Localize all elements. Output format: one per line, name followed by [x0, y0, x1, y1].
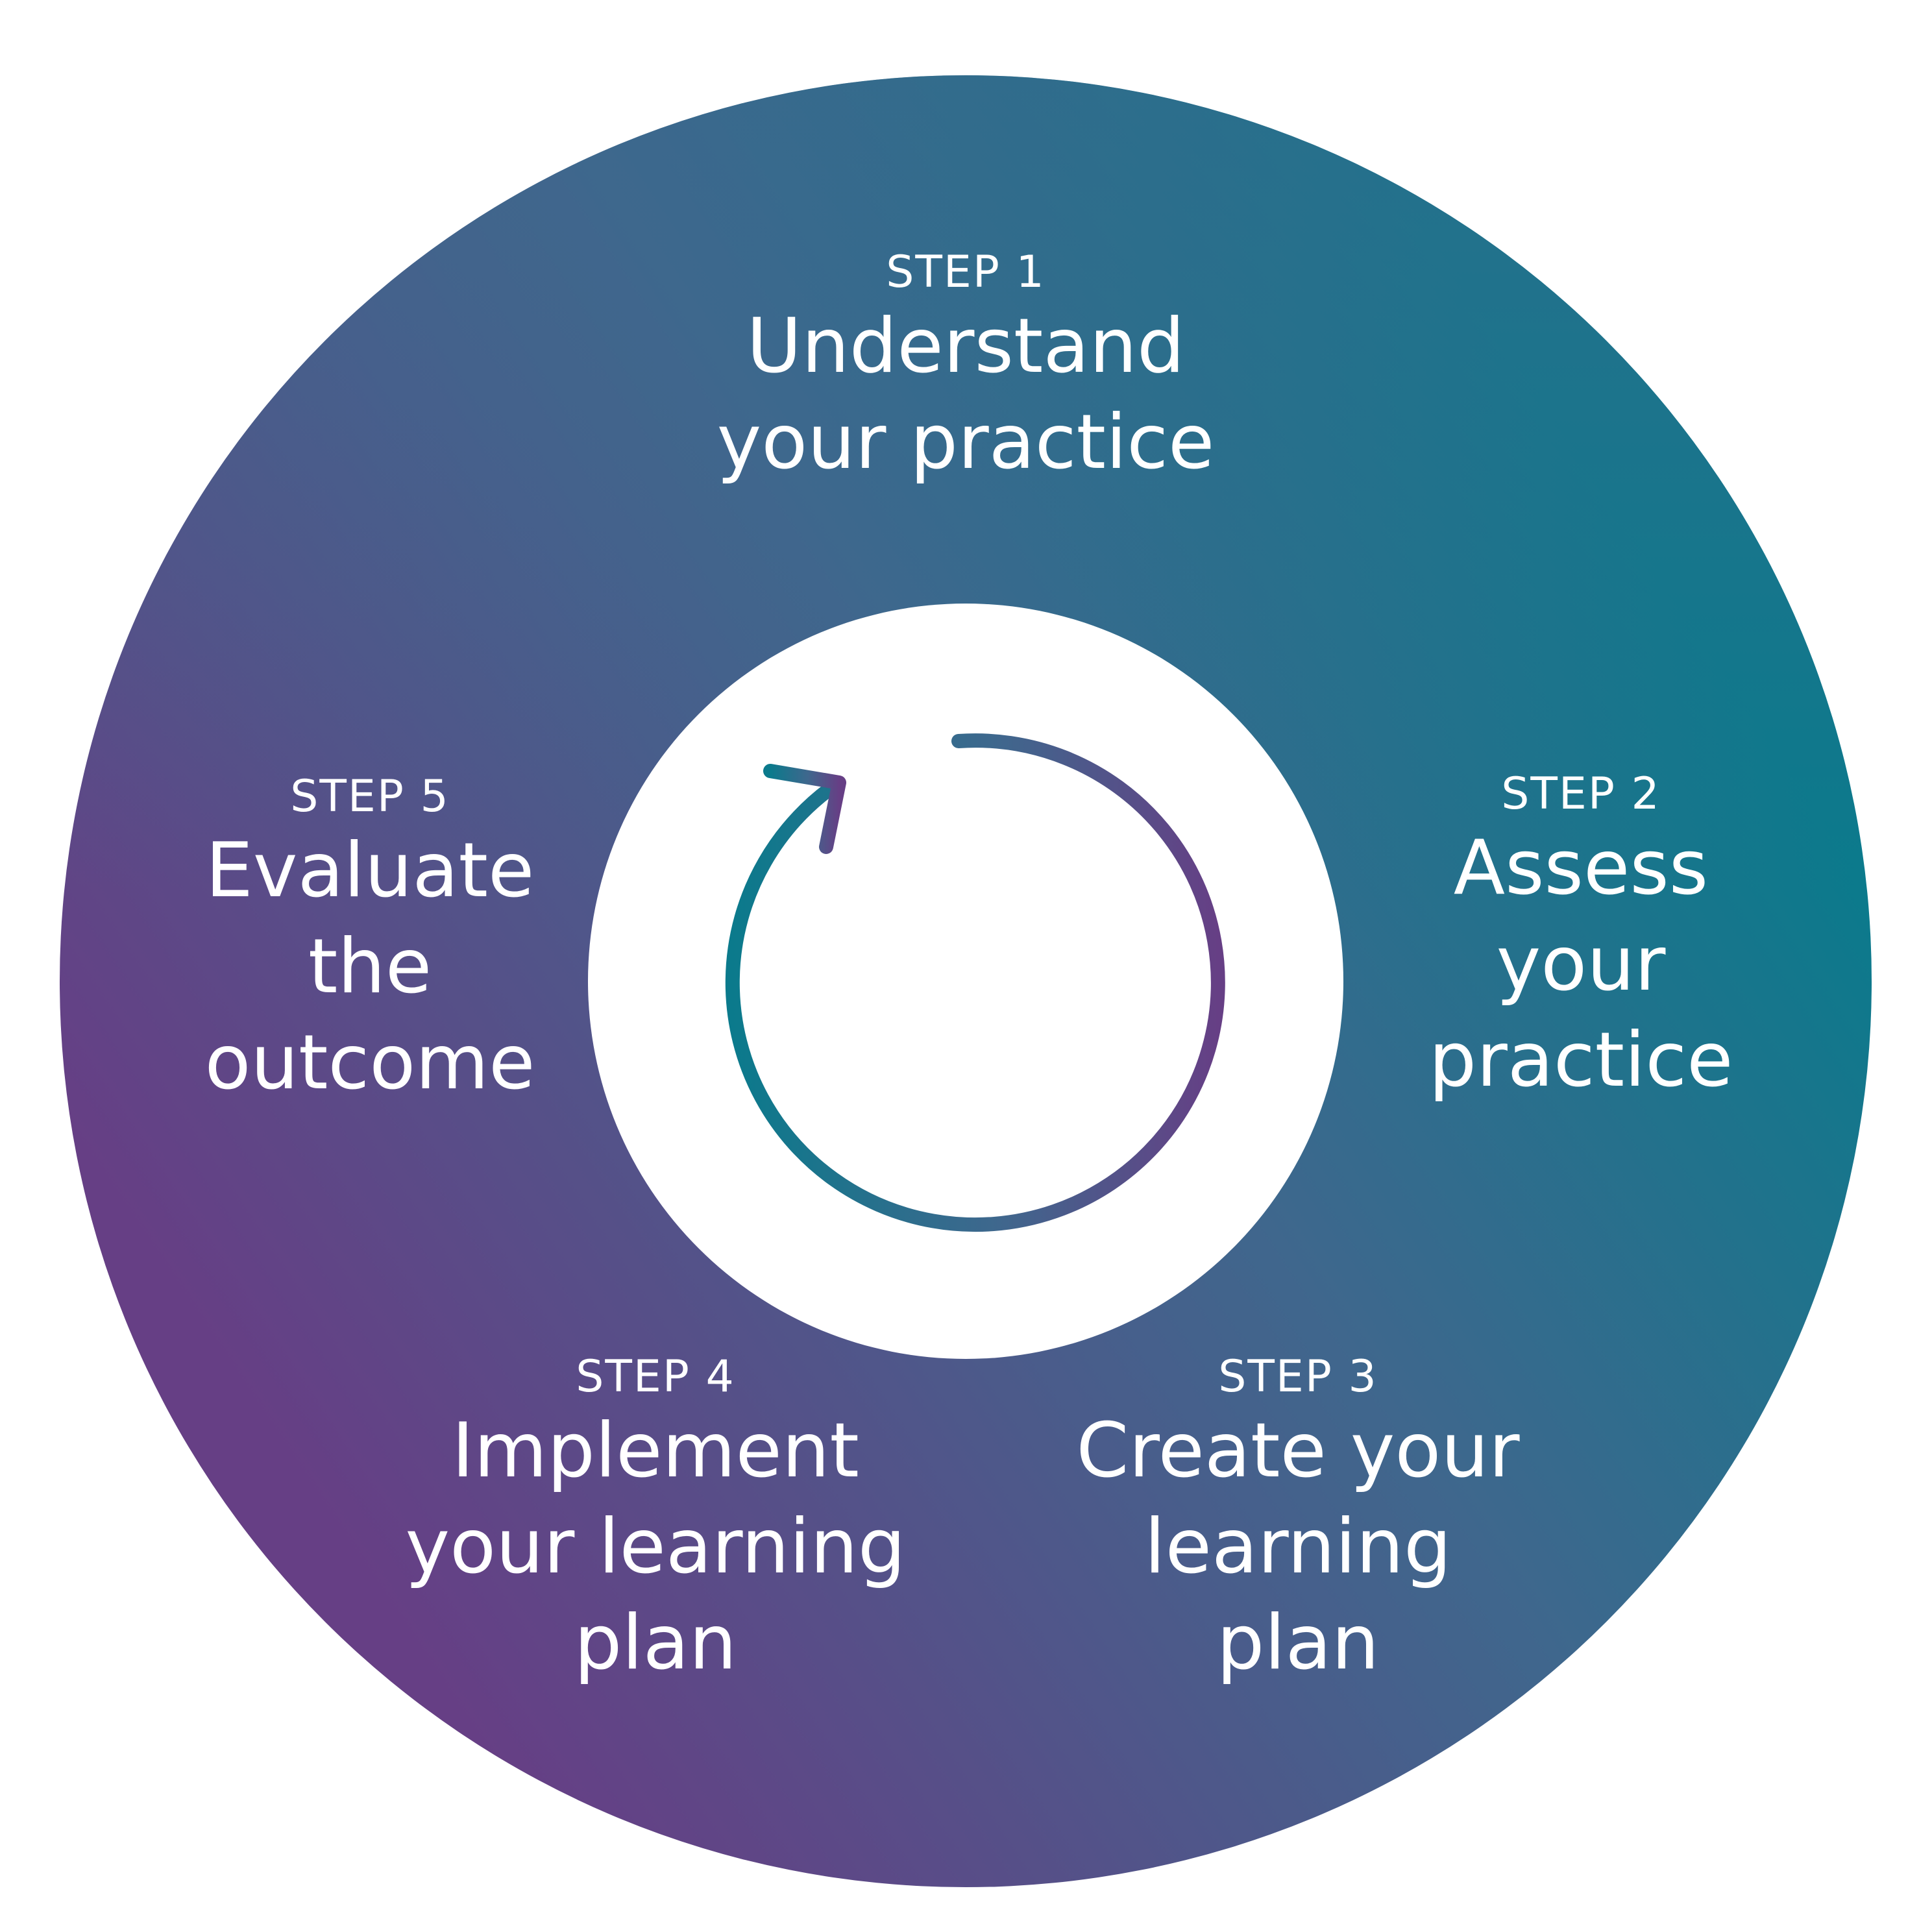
cycle-arrow-icon [725, 733, 1225, 1232]
step-5-label: STEP 5 [290, 771, 450, 822]
cycle-arrow-head [763, 764, 846, 854]
step-4-label: STEP 4 [576, 1351, 735, 1402]
step-1: STEP 1 Understand your practice [641, 247, 1290, 491]
step-5: STEP 5 Evaluate the outcome [143, 771, 597, 1111]
cycle-arrow-arc [725, 733, 1225, 1232]
step-2-label: STEP 2 [1501, 768, 1661, 820]
step-1-title: Understand your practice [716, 302, 1215, 486]
step-2: STEP 2 Assess your practice [1354, 768, 1808, 1108]
step-1-label: STEP 1 [886, 247, 1045, 298]
step-4: STEP 4 Implement your learning plan [370, 1351, 941, 1691]
step-5-title: Evaluate the outcome [204, 827, 535, 1106]
step-3-label: STEP 3 [1218, 1351, 1378, 1402]
step-3-title: Create your learning plan [1076, 1407, 1520, 1687]
step-4-title: Implement your learning plan [405, 1407, 906, 1687]
step-3: STEP 3 Create your learning plan [1012, 1351, 1584, 1691]
center-circle [588, 604, 1343, 1359]
step-2-title: Assess your practice [1428, 824, 1733, 1104]
